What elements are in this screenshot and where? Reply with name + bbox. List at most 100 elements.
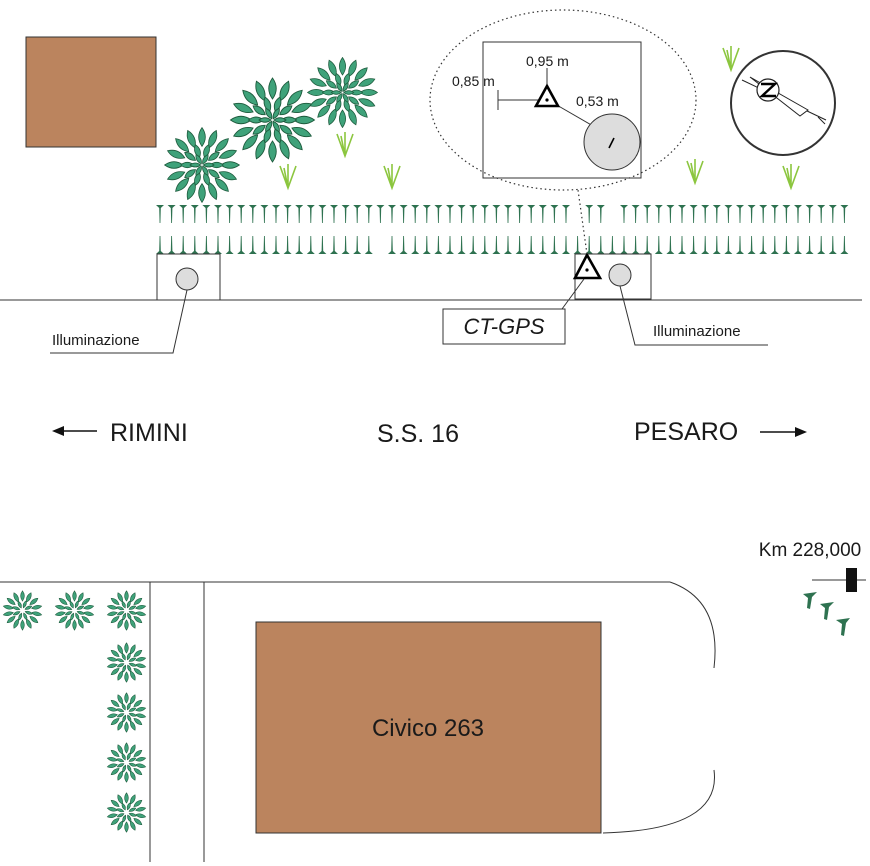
grass-tuft [279,164,297,191]
km-marker-label: Km 228,000 [759,540,861,561]
hedge-plant [782,236,791,254]
hedge-plant [248,205,257,223]
hedge-plant [434,205,443,223]
hedge-plant [295,236,304,254]
hedge-plant [260,236,269,254]
compass-north-icon [730,50,836,156]
inset-dist-post: 0,53 m [576,93,619,109]
hedge-plant [724,205,733,223]
hedge-plant [538,236,547,254]
grass-tuft [782,164,800,191]
hedge-plant [585,236,594,254]
hedge-plant [214,236,222,254]
grass-tufts [279,46,800,191]
hedge-plant [306,205,315,223]
direction-left-label: RIMINI [110,419,188,447]
hedge-plant [620,205,628,223]
hedge-plant [330,236,338,254]
hedge-plant [794,205,802,223]
hedge-plant [388,205,396,223]
hedge-plant [515,205,524,223]
hedge-plant [794,236,802,254]
hedge-plant [562,205,570,223]
hedge-plant [828,236,837,254]
hedge-plant [573,236,582,254]
tree-cluster [164,57,378,203]
lower-plot-outline [0,581,716,862]
hedge-plant [631,236,640,254]
hedge-rows [156,205,849,254]
hedge-plant [620,236,628,254]
illumination-left-label: Illuminazione [52,332,140,349]
hedge-plant [805,236,814,254]
hedge-plant [736,236,744,254]
hedge-plant [759,236,768,254]
inset-leader [577,189,588,255]
hedge-plant [654,205,663,223]
tree [230,77,315,163]
km-marker-icon [812,568,866,592]
hedge-plant [643,236,652,254]
hedge-plant [562,236,570,254]
road-name: S.S. 16 [377,420,459,448]
hedge-plant [364,236,373,254]
grass-tuft [383,164,401,191]
hedge-plant [643,205,652,223]
hedge-plant [202,236,211,254]
hedge-plant [689,205,698,223]
inset-dist-top: 0,95 m [526,53,569,69]
hedge-plant [446,205,454,223]
hedge-plant [411,236,420,254]
hedge-plant [272,236,280,254]
hedge-plant [747,205,756,223]
hedge-plant [480,236,489,254]
inset-detail: 0,95 m 0,85 m 0,53 m [429,9,697,191]
hedge-plant [422,205,431,223]
hedge-plant [747,236,756,254]
hedge-plant [840,205,849,223]
hedge-plant [225,236,234,254]
hedge-plant [422,236,431,254]
hedge-plant [492,236,501,254]
tree [164,127,240,203]
hedge-plant [399,236,408,254]
hedge-plant [202,205,211,223]
hedge-plant [631,205,640,223]
building-top-left [25,36,157,148]
arrow-left-icon [52,426,97,436]
hedge-plant [678,205,686,223]
hedge-plant [596,205,605,223]
hedge-plant [666,236,675,254]
hedge-plant [248,236,257,254]
hedge-plant [179,236,188,254]
hedge-plant [770,236,779,254]
ct-gps-label: CT-GPS [463,314,544,339]
hedge-plant [817,236,826,254]
hedge-plant [828,205,837,223]
hedge-plant [759,205,768,223]
hedge-plant [805,205,814,223]
hedge-plant [306,236,315,254]
hedge-plant [457,205,466,223]
hedge-plant [388,236,396,254]
hedge-plant [295,205,304,223]
hedge-plant [399,205,408,223]
hedge-plant [434,236,443,254]
hedge-plant [527,236,536,254]
hedge-plant [817,205,826,223]
hedge-plant [376,205,385,223]
hedge-plant [167,205,176,223]
inset-dist-left: 0,85 m [452,73,495,89]
building-label: Civico 263 [372,715,484,742]
hedge-plant [190,205,199,223]
hedge-plant [237,205,246,223]
hedge-plant [596,236,605,254]
hedge-plant [538,205,547,223]
grass-tuft [336,132,354,159]
grass-tuft [722,46,740,73]
hedge-plant [608,236,617,254]
hedge-plant [283,236,292,254]
triangle-benchmark-icon [533,83,561,108]
hedge-plant [782,205,791,223]
hedge-plant [550,205,559,223]
